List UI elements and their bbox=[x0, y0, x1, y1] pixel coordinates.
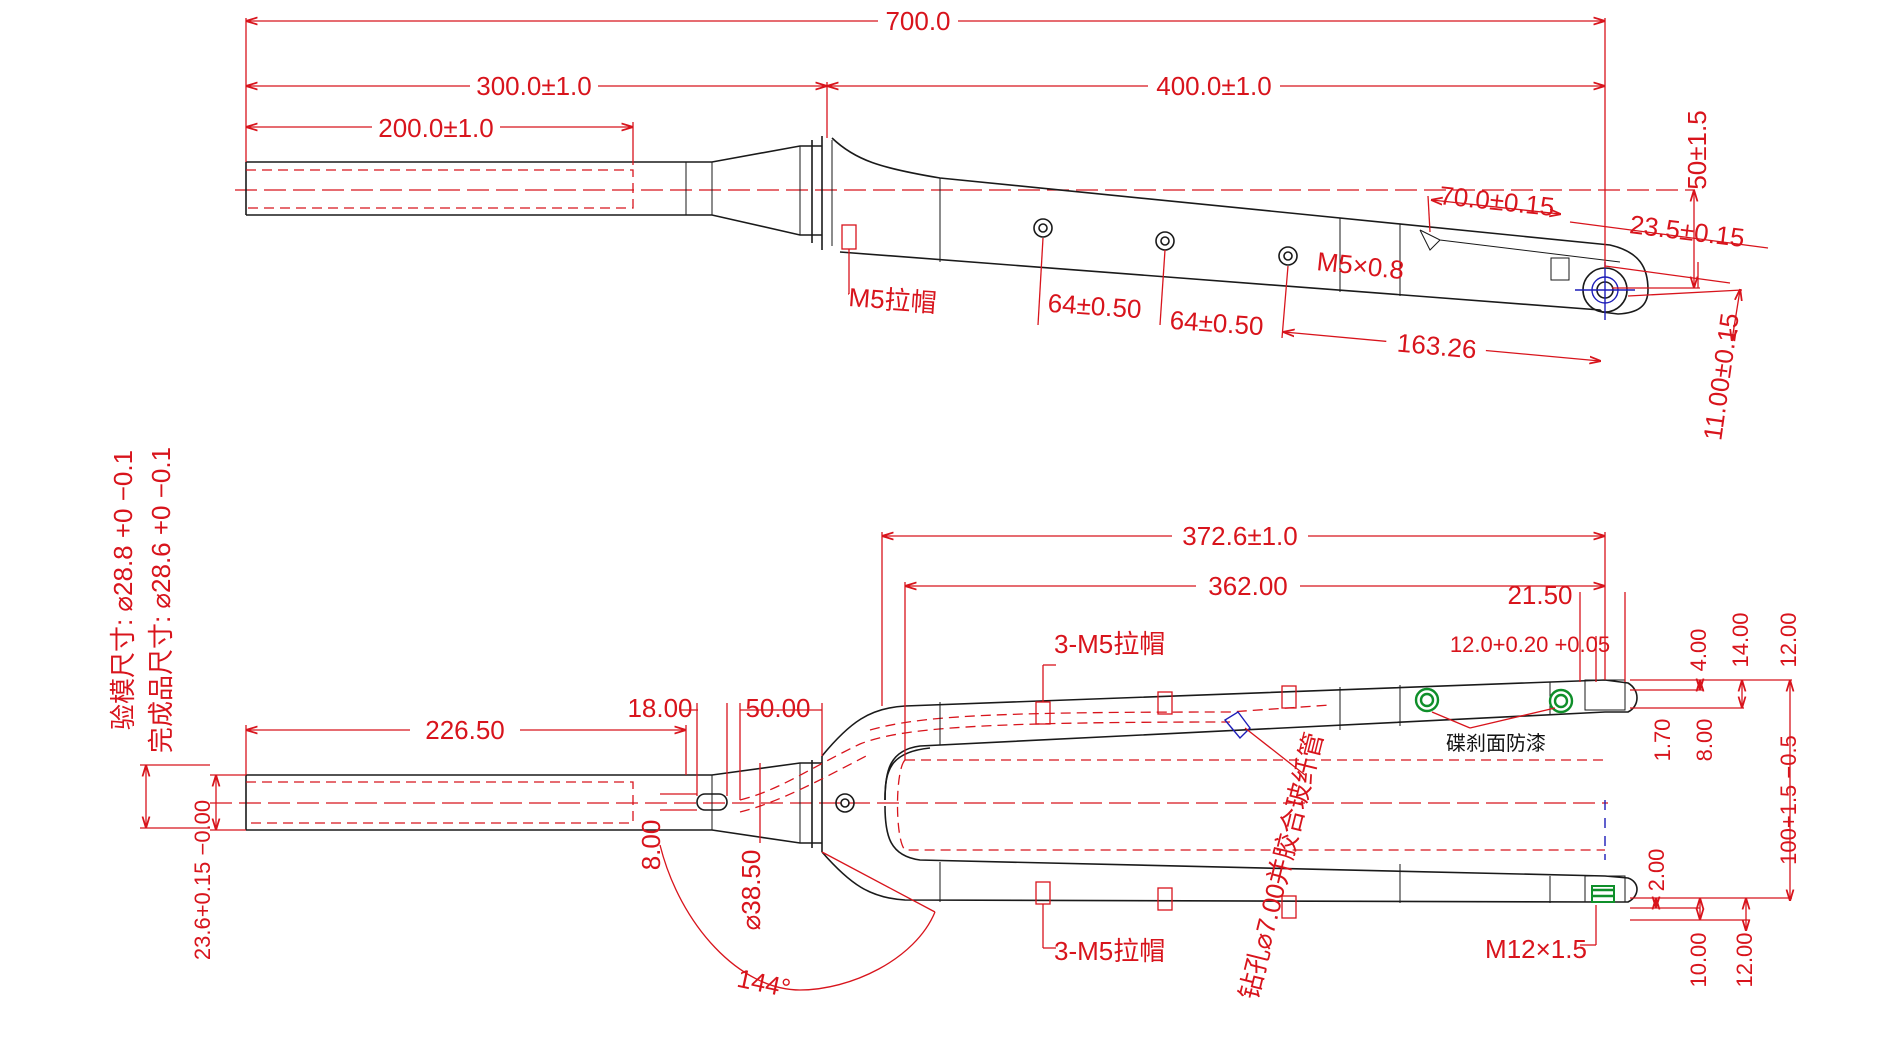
dim-8-label: 8.00 bbox=[1692, 719, 1717, 762]
side-view: 700.0 300.0±1.0 400.0±1.0 200.0±1.0 50±1… bbox=[235, 6, 1769, 442]
dim-21-label: 21.50 bbox=[1507, 580, 1572, 610]
dim-50-label: 50.00 bbox=[745, 693, 810, 723]
mold-size-note: 验模尺寸: ⌀28.8 +0 −0.1 bbox=[108, 450, 138, 730]
brake-mount-marker bbox=[1414, 687, 1440, 713]
mount-hole bbox=[1278, 246, 1298, 266]
side-steerer-tube bbox=[245, 136, 833, 250]
rivnut-top-note: 3-M5拉帽 bbox=[1054, 629, 1165, 659]
dim-11-label: 11.00±0.15 bbox=[1697, 311, 1745, 442]
axle-thread-note: M12×1.5 bbox=[1485, 934, 1587, 964]
dim-300-400: 300.0±1.0 400.0±1.0 bbox=[247, 71, 1604, 138]
disc-paint-note: 碟刹面防漆 bbox=[1431, 707, 1556, 755]
dim-2-label: 2.00 bbox=[1644, 849, 1669, 892]
dim-23-5: 23.5±0.15 bbox=[1569, 209, 1769, 288]
size-notes: 验模尺寸: ⌀28.8 +0 −0.1 完成品尺寸: ⌀28.6 +0 −0.1 bbox=[108, 447, 210, 829]
final-size-note: 完成品尺寸: ⌀28.6 +0 −0.1 bbox=[146, 447, 176, 753]
dim-100-label: 100+1.5 −0.5 bbox=[1776, 735, 1801, 865]
dim-offset: 50±1.5 bbox=[1612, 110, 1712, 289]
dim-362: 362.00 bbox=[904, 570, 1604, 760]
brake-mount-marker bbox=[1548, 688, 1574, 714]
front-fork-legs bbox=[739, 679, 1638, 903]
front-view: 372.6±1.0 362.00 226.50 18.00 50.00 bbox=[108, 447, 1801, 1004]
dim-slot: 18.00 50.00 8.00 bbox=[627, 693, 823, 871]
mount-hole bbox=[1155, 231, 1175, 251]
side-dropout bbox=[1575, 262, 1635, 320]
dim-crown-dia-label: ⌀38.50 bbox=[736, 850, 766, 931]
drill-note-label: 钻孔⌀7.00并胶合玻纤管 bbox=[1234, 729, 1329, 1002]
dim-dropout-right: 21.50 12.0+0.20 +0.05 4.00 14.00 12.00 1… bbox=[1450, 580, 1801, 988]
dim-1-70-label: 1.70 bbox=[1650, 719, 1675, 762]
dim-70: 70.0±0.15 bbox=[1427, 180, 1560, 233]
dim-pitch-2-label: 64±0.50 bbox=[1169, 305, 1265, 341]
dim-70-label: 70.0±0.15 bbox=[1438, 180, 1556, 222]
dim-700: 700.0 bbox=[245, 6, 1606, 268]
rivnut-note: M5拉帽 bbox=[848, 282, 938, 318]
thread-note: M5×0.8 bbox=[1315, 246, 1405, 285]
dim-10-label: 10.00 bbox=[1686, 932, 1711, 987]
dim-372-label: 372.6±1.0 bbox=[1182, 521, 1297, 551]
dim-angle: 144° bbox=[659, 844, 936, 1004]
rivnut-symbol bbox=[841, 224, 857, 250]
dim-300-label: 300.0±1.0 bbox=[476, 71, 591, 101]
front-rivnuts bbox=[1035, 665, 1297, 948]
dim-12-tol-label: 12.0+0.20 +0.05 bbox=[1450, 632, 1610, 657]
dim-18-label: 18.00 bbox=[627, 693, 692, 723]
dim-crown-dia: ⌀38.50 bbox=[736, 763, 766, 930]
dim-163-label: 163.26 bbox=[1396, 328, 1478, 365]
dim-23-5-label: 23.5±0.15 bbox=[1628, 209, 1746, 253]
side-fork-blade bbox=[831, 137, 1649, 315]
dim-200: 200.0±1.0 bbox=[247, 113, 634, 165]
dim-12-bottom-label: 12.00 bbox=[1732, 932, 1757, 987]
dim-14-label: 14.00 bbox=[1728, 612, 1753, 667]
dim-11: 11.00±0.15 bbox=[1627, 290, 1745, 442]
dim-angle-label: 144° bbox=[734, 963, 793, 1004]
dim-362-label: 362.00 bbox=[1208, 571, 1288, 601]
dim-steerer-dia: 23.6+0.15 −0.00 bbox=[190, 774, 246, 960]
disc-paint-label: 碟刹面防漆 bbox=[1446, 731, 1546, 755]
dim-700-label: 700.0 bbox=[885, 6, 950, 36]
dim-163: 163.26 bbox=[1284, 328, 1600, 367]
dim-hole-pitch: 64±0.50 64±0.50 bbox=[1037, 237, 1289, 341]
drill-note: 钻孔⌀7.00并胶合玻纤管 bbox=[1234, 727, 1329, 1003]
dim-12-top-label: 12.00 bbox=[1776, 612, 1801, 667]
dim-steerer-dia-label: 23.6+0.15 −0.00 bbox=[190, 800, 215, 960]
dim-400-label: 400.0±1.0 bbox=[1156, 71, 1271, 101]
rivnut-bottom-note: 3-M5拉帽 bbox=[1054, 936, 1165, 966]
mount-hole bbox=[1033, 218, 1053, 238]
dim-226: 226.50 bbox=[245, 715, 687, 775]
front-steerer-tube bbox=[245, 756, 855, 852]
dim-226-label: 226.50 bbox=[425, 715, 505, 745]
dim-200-label: 200.0±1.0 bbox=[378, 113, 493, 143]
front-rivnut-notes: 3-M5拉帽 3-M5拉帽 bbox=[1043, 629, 1165, 966]
dim-offset-label: 50±1.5 bbox=[1682, 110, 1712, 189]
dim-4-label: 4.00 bbox=[1686, 629, 1711, 672]
dim-8-slot-label: 8.00 bbox=[636, 820, 666, 871]
dim-pitch-1-label: 64±0.50 bbox=[1047, 288, 1143, 324]
dim-372: 372.6±1.0 bbox=[881, 520, 1606, 706]
side-mount-holes bbox=[1033, 218, 1298, 266]
